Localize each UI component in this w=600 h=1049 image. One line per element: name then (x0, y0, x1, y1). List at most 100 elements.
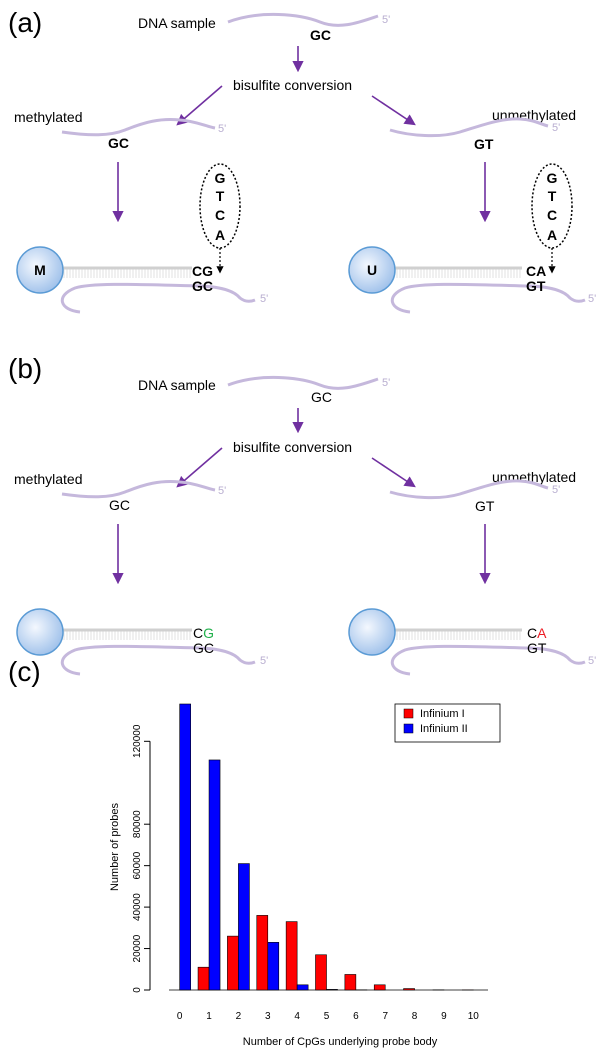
bead-label-m: M (34, 262, 46, 278)
probe-rungs (392, 630, 522, 640)
x-tick-label: 7 (382, 1011, 388, 1022)
five-prime-label: 5' (218, 485, 226, 497)
legend-swatch (403, 723, 414, 734)
five-prime-label: 5' (552, 122, 560, 134)
arrow-right (371, 95, 416, 126)
unmethylated-strand (389, 479, 549, 500)
nucleotide-pool-unmethylated: G T C A (531, 163, 573, 274)
y-axis-label: Number of probes (109, 802, 121, 891)
y-tick-label: 20000 (132, 934, 143, 962)
nucleotide-g: G (547, 170, 558, 186)
unmethylated-strand (389, 117, 549, 138)
bar-infinium-ii (326, 989, 338, 991)
unmethylated-sequence: GT (475, 498, 495, 514)
bar-infinium-i (256, 915, 269, 991)
x-tick-label: 9 (441, 1011, 447, 1022)
probe-rungs (392, 268, 522, 278)
y-tick-label: 0 (132, 987, 143, 993)
target-strand (61, 644, 256, 676)
arrow-right (371, 457, 416, 488)
probe-base: C (527, 625, 537, 641)
probe-top-sequence: CG (192, 263, 213, 279)
probe-bottom-sequence: GC (193, 640, 214, 656)
x-tick-label: 10 (468, 1011, 480, 1022)
methylated-strand (61, 480, 216, 499)
sample-sequence: GC (311, 389, 332, 405)
bead (16, 608, 64, 656)
y-tick-label: 120000 (132, 724, 143, 758)
bead (348, 246, 396, 294)
legend-label: Infinium II (420, 723, 468, 735)
methylated-strand (61, 118, 216, 137)
probe-extension-base: G (203, 625, 214, 641)
nucleotide-pool-methylated: G T C A (199, 163, 241, 274)
bar-infinium-i (227, 935, 239, 991)
bar-infinium-i (403, 988, 415, 991)
probe-bottom-sequence: GC (192, 278, 213, 294)
sample-sequence: GC (310, 27, 331, 43)
nucleotide-t: T (216, 188, 225, 204)
arrow-left (176, 447, 223, 488)
bar-infinium-i (315, 954, 327, 991)
x-tick-label: 8 (412, 1011, 418, 1022)
legend-label: Infinium I (420, 708, 465, 720)
target-strand (391, 282, 586, 314)
x-tick-label: 1 (206, 1011, 212, 1022)
probe-methylated: M CG GC 5' (16, 246, 268, 314)
five-prime-label: 5' (260, 655, 268, 667)
target-strand (61, 282, 256, 314)
dna-sample-label: DNA sample (138, 15, 216, 31)
five-prime-label: 5' (382, 377, 390, 389)
bar-infinium-i (197, 966, 210, 991)
probe-rungs (62, 630, 192, 640)
panel-b: (b) DNA sample GC 5' bisulfite conversio… (8, 353, 596, 676)
dna-strand (227, 376, 379, 390)
y-tick-label: 60000 (132, 851, 143, 879)
methylated-sequence: GC (109, 497, 130, 513)
probe-top-sequence: CA (527, 625, 547, 641)
dna-strand (227, 13, 379, 27)
panel-label-c: (c) (8, 656, 41, 687)
five-prime-label: 5' (382, 14, 390, 26)
five-prime-label: 5' (588, 655, 596, 667)
probe-bottom-sequence: GT (527, 640, 547, 656)
x-tick-label: 5 (324, 1011, 330, 1022)
panel-label-b: (b) (8, 353, 42, 384)
panel-a: (a) DNA sample GC 5' bisulfite conversio… (8, 7, 596, 314)
five-prime-label: 5' (260, 293, 268, 305)
probe-top-sequence: CG (193, 625, 214, 641)
bar-infinium-ii (296, 984, 309, 991)
bar-infinium-ii (179, 703, 191, 991)
probe-bottom-sequence: GT (526, 278, 546, 294)
legend-box (394, 703, 501, 743)
nucleotide-t: T (548, 188, 557, 204)
bar-infinium-ii (208, 759, 221, 991)
bead (16, 246, 64, 294)
legend-swatch (403, 708, 414, 719)
dna-sample-label: DNA sample (138, 377, 216, 393)
probe-extension-base: A (537, 625, 547, 641)
methylated-label: methylated (14, 109, 82, 125)
five-prime-label: 5' (552, 484, 560, 496)
bar-infinium-i (285, 921, 298, 991)
bar-infinium-ii (267, 942, 280, 991)
probe-base: C (193, 625, 203, 641)
target-strand (391, 644, 586, 676)
probe-unmethylated: U CA GT 5' (348, 246, 596, 314)
nucleotide-g: G (215, 170, 226, 186)
x-axis-label: Number of CpGs underlying probe body (243, 1036, 438, 1048)
conversion-label: bisulfite conversion (233, 439, 352, 455)
probe-rungs (62, 268, 192, 278)
conversion-label: bisulfite conversion (233, 77, 352, 93)
nucleotide-a: A (547, 227, 557, 243)
y-tick-label: 40000 (132, 893, 143, 921)
methylated-label: methylated (14, 471, 82, 487)
probe-methylated: CG GC 5' (16, 608, 268, 676)
five-prime-label: 5' (218, 123, 226, 135)
x-tick-label: 2 (236, 1011, 242, 1022)
unmethylated-sequence: GT (474, 136, 494, 152)
x-tick-label: 6 (353, 1011, 359, 1022)
methylated-sequence: GC (108, 135, 129, 151)
